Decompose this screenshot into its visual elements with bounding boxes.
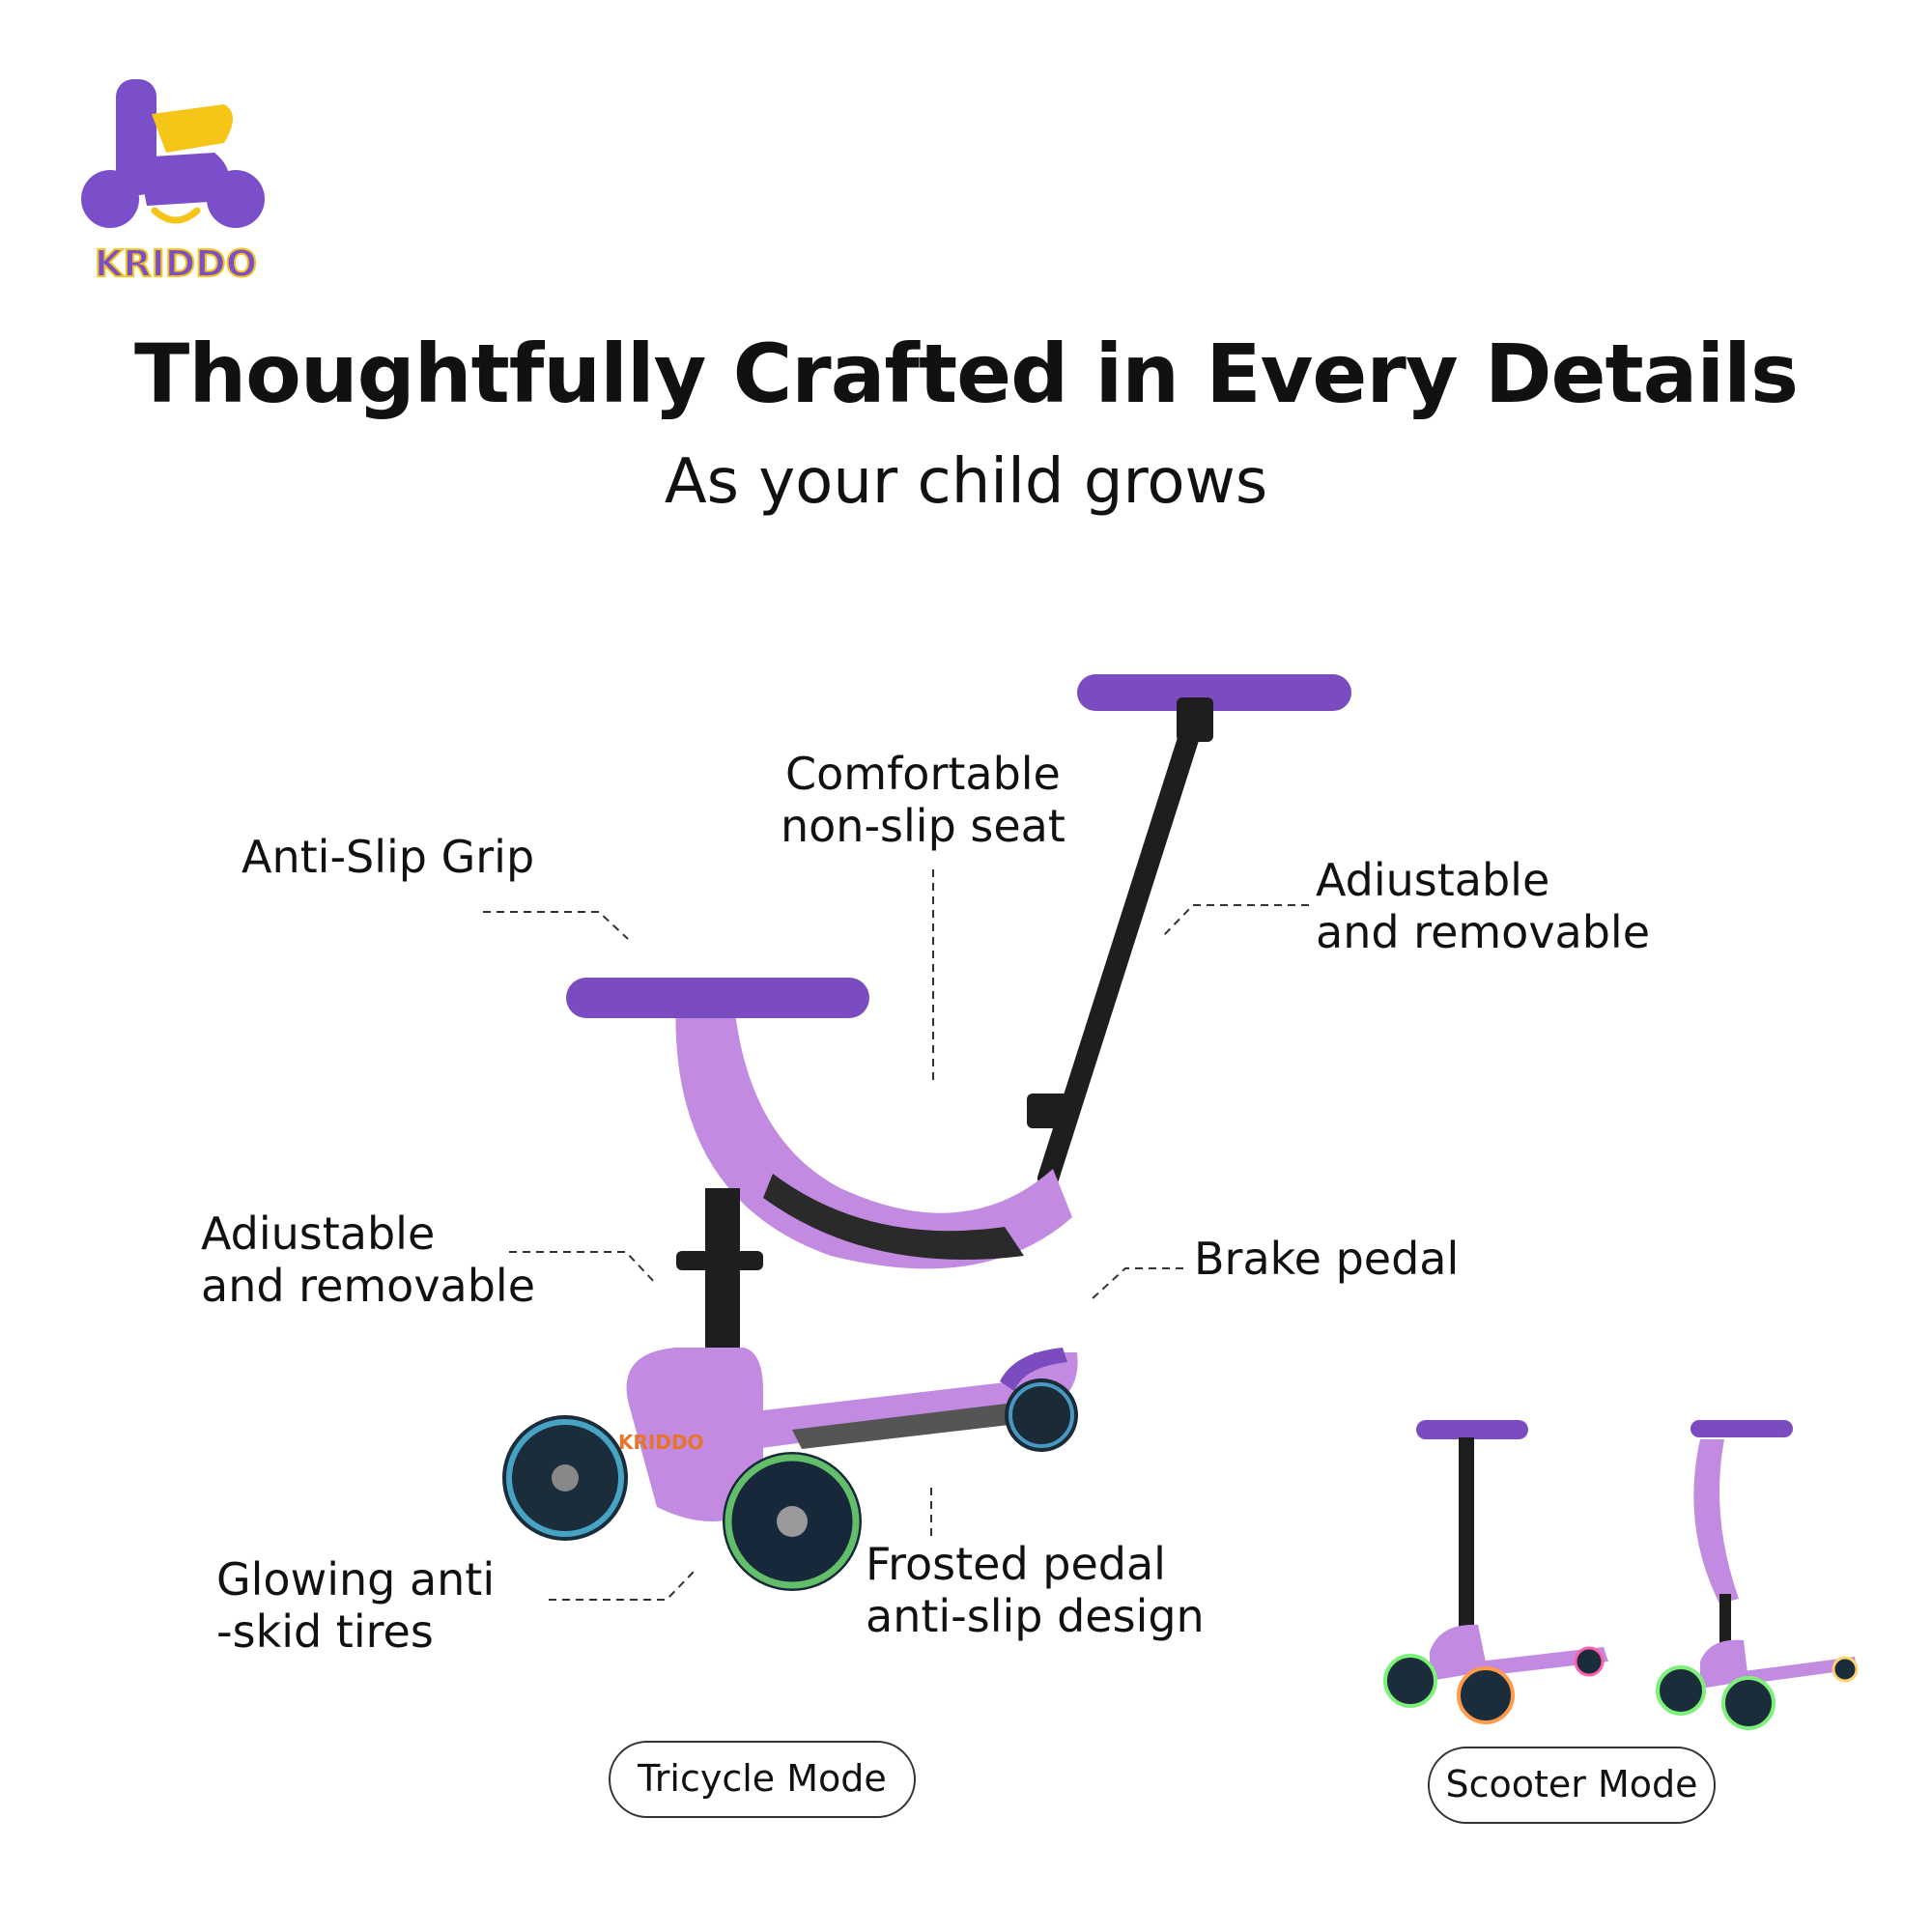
callout-adjustable-handle: Adiustable and removable bbox=[1316, 854, 1651, 958]
callout-glowing-tires: Glowing anti -skid tires bbox=[216, 1553, 496, 1658]
callout-comfortable-seat: Comfortable non-slip seat bbox=[781, 748, 1065, 852]
seat-mode-illustration bbox=[1656, 1420, 1859, 1730]
callout-anti-slip-grip: Anti-Slip Grip bbox=[242, 831, 535, 883]
glowing-wheel bbox=[723, 1452, 862, 1591]
deck-logo-text: KRIDDO bbox=[618, 1431, 704, 1454]
callout-brake-pedal: Brake pedal bbox=[1194, 1233, 1460, 1285]
tricycle-mode-badge: Tricycle Mode bbox=[609, 1741, 916, 1818]
scooter-mode-illustration bbox=[1383, 1420, 1608, 1724]
kriddo-logo-icon: KRIDDO bbox=[81, 79, 265, 286]
callout-frosted-pedal: Frosted pedal anti-slip design bbox=[866, 1538, 1205, 1642]
page-subtitle: As your child grows bbox=[664, 446, 1268, 518]
rear-wheel bbox=[1005, 1378, 1078, 1452]
leader-lines bbox=[483, 869, 1309, 1601]
logo-wordmark: KRIDDO bbox=[95, 242, 257, 285]
page-title: Thoughtfully Crafted in Every Details bbox=[134, 327, 1799, 421]
glowing-wheel bbox=[502, 1415, 628, 1541]
callout-adjustable-stem: Adiustable and removable bbox=[201, 1208, 536, 1312]
scooter-mode-badge: Scooter Mode bbox=[1428, 1747, 1716, 1824]
